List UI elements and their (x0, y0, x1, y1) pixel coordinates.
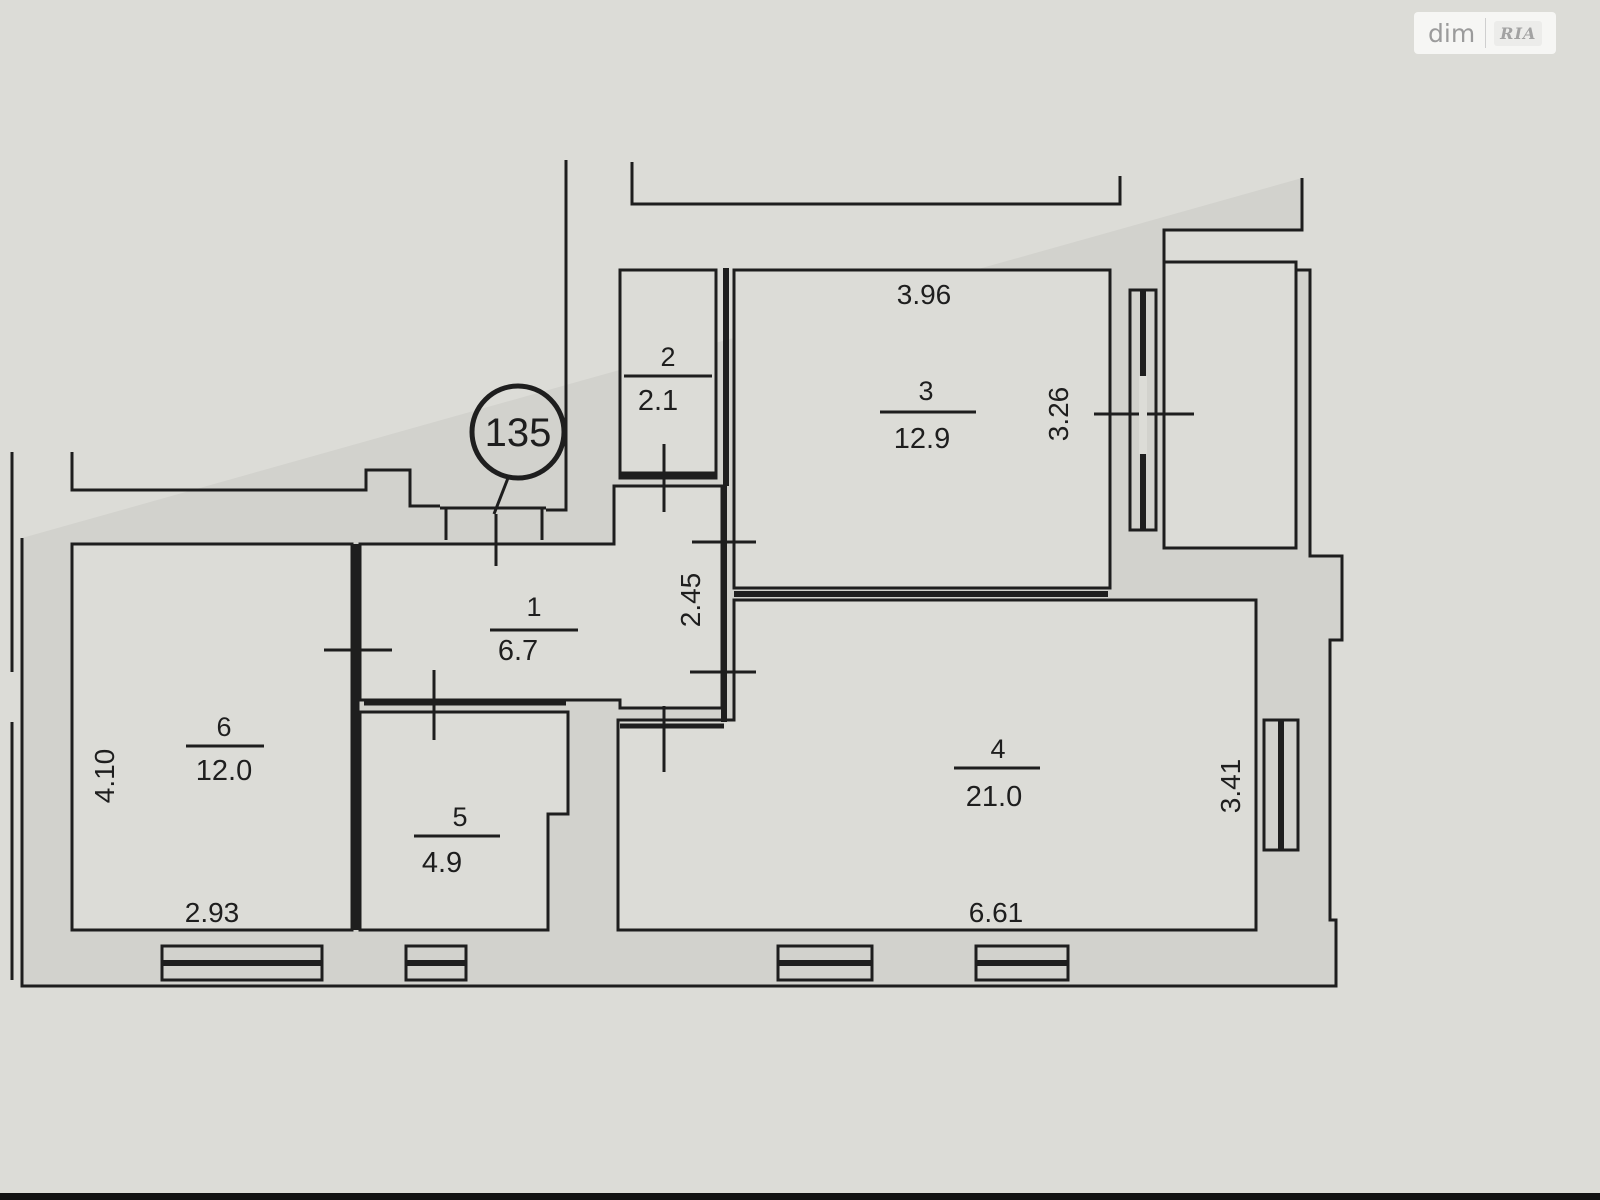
room-5-number: 5 (452, 802, 467, 832)
dim-room4-depth: 3.41 (1215, 759, 1246, 814)
logo-separator (1485, 18, 1487, 48)
dim-room6-width: 2.93 (185, 897, 240, 928)
balcony-outline (1162, 260, 1298, 550)
room-3-area: 12.9 (894, 423, 950, 455)
left-top-wall (70, 452, 440, 508)
room-6-outline (70, 542, 354, 932)
room-4-number: 4 (990, 734, 1005, 764)
room-1-number: 1 (526, 592, 541, 622)
room-3-outline (732, 268, 1112, 590)
room-6-area: 12.0 (196, 755, 252, 787)
logo-brand-text: dim (1428, 18, 1476, 48)
room-2-number: 2 (660, 342, 675, 372)
bottom-edge-bar (0, 1193, 1600, 1200)
dimria-logo[interactable]: dim RIA (1414, 12, 1556, 54)
logo-badge: RIA (1494, 20, 1543, 46)
room-3-number: 3 (918, 376, 933, 406)
apartment-marker: 135 (469, 383, 567, 515)
dim-room3-width: 3.96 (897, 279, 952, 310)
dim-room4-width: 6.61 (969, 897, 1024, 928)
room-2-outline (618, 268, 718, 480)
room-5-area: 4.9 (422, 847, 462, 879)
room-4-outline (616, 598, 1258, 932)
dim-hall-length: 2.45 (675, 573, 706, 628)
dim-room6-depth: 4.10 (89, 749, 120, 804)
room-6-number: 6 (216, 712, 231, 742)
room-5-outline (358, 710, 570, 932)
dim-room3-depth: 3.26 (1043, 387, 1074, 442)
apartment-marker-number: 135 (485, 411, 552, 455)
room-2-area: 2.1 (638, 385, 678, 417)
top-wall-right (630, 162, 1122, 206)
room-1-area: 6.7 (498, 635, 538, 667)
top-wall-corridor (546, 160, 568, 512)
room-4-area: 21.0 (966, 781, 1022, 813)
